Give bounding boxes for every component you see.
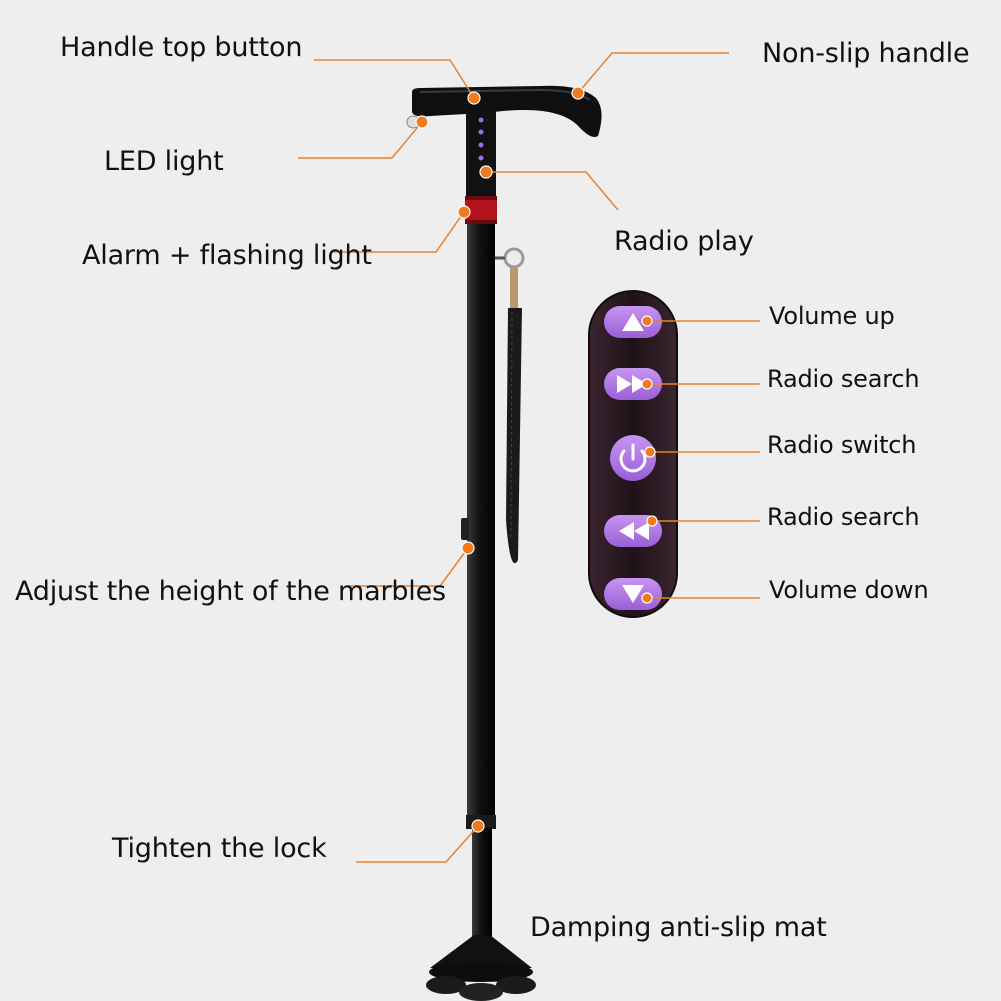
marker-radio-switch: [644, 446, 656, 458]
fast-forward-icon: [617, 375, 647, 393]
label-radio-search-forward: Radio search: [767, 365, 920, 393]
leader-adjust-height: [348, 547, 469, 587]
callout-markers: [415, 86, 658, 833]
marker-led-light: [415, 115, 429, 129]
cane-handle: [406, 85, 602, 198]
label-handle-top-button: Handle top button: [60, 32, 303, 63]
alarm-collar: [465, 196, 497, 224]
label-volume-up: Volume up: [769, 302, 895, 330]
leader-lines: [298, 52, 760, 863]
cane-lower-shaft: [472, 828, 492, 938]
label-non-slip-handle: Non-slip handle: [762, 38, 970, 69]
marker-radio-search-forward: [641, 378, 653, 390]
label-alarm-flashing-light: Alarm + flashing light: [82, 240, 372, 271]
quad-base: [426, 935, 536, 1001]
label-tighten-lock: Tighten the lock: [112, 833, 327, 864]
triangle-up-icon: [622, 313, 644, 331]
volume-down-button[interactable]: [604, 578, 662, 610]
label-led-light: LED light: [104, 146, 224, 177]
power-icon: [619, 443, 647, 473]
marker-radio-play: [479, 165, 493, 179]
leader-tighten-lock: [356, 825, 479, 863]
leader-handle-top-button: [314, 59, 475, 99]
label-radio-switch: Radio switch: [767, 431, 917, 459]
marker-alarm: [457, 205, 471, 219]
marker-volume-down: [641, 592, 653, 604]
label-radio-play: Radio play: [614, 226, 754, 257]
leader-radio-play: [486, 171, 619, 211]
marker-adjust-height: [461, 541, 475, 555]
label-radio-search-back: Radio search: [767, 503, 920, 531]
cane-upper-shaft: [467, 224, 495, 822]
triangle-down-icon: [622, 585, 644, 603]
marker-handle-top-button: [467, 91, 481, 105]
marker-volume-up: [641, 315, 653, 327]
label-volume-down: Volume down: [769, 576, 929, 604]
leader-alarm: [334, 211, 465, 253]
height-marble: [461, 518, 469, 540]
radio-switch-button[interactable]: [610, 435, 656, 481]
wrist-strap: [488, 247, 525, 564]
marker-non-slip-handle: [571, 86, 585, 100]
rewind-icon: [619, 522, 649, 540]
label-damping-anti-slip-mat: Damping anti-slip mat: [530, 912, 827, 943]
label-adjust-height-marbles: Adjust the height of the marbles: [15, 576, 446, 607]
radio-search-forward-button[interactable]: [604, 368, 662, 400]
leader-non-slip-handle: [577, 52, 729, 94]
volume-up-button[interactable]: [604, 306, 662, 338]
marker-radio-search-back: [646, 515, 658, 527]
leader-led-light: [298, 121, 423, 159]
marker-tighten-lock: [471, 819, 485, 833]
